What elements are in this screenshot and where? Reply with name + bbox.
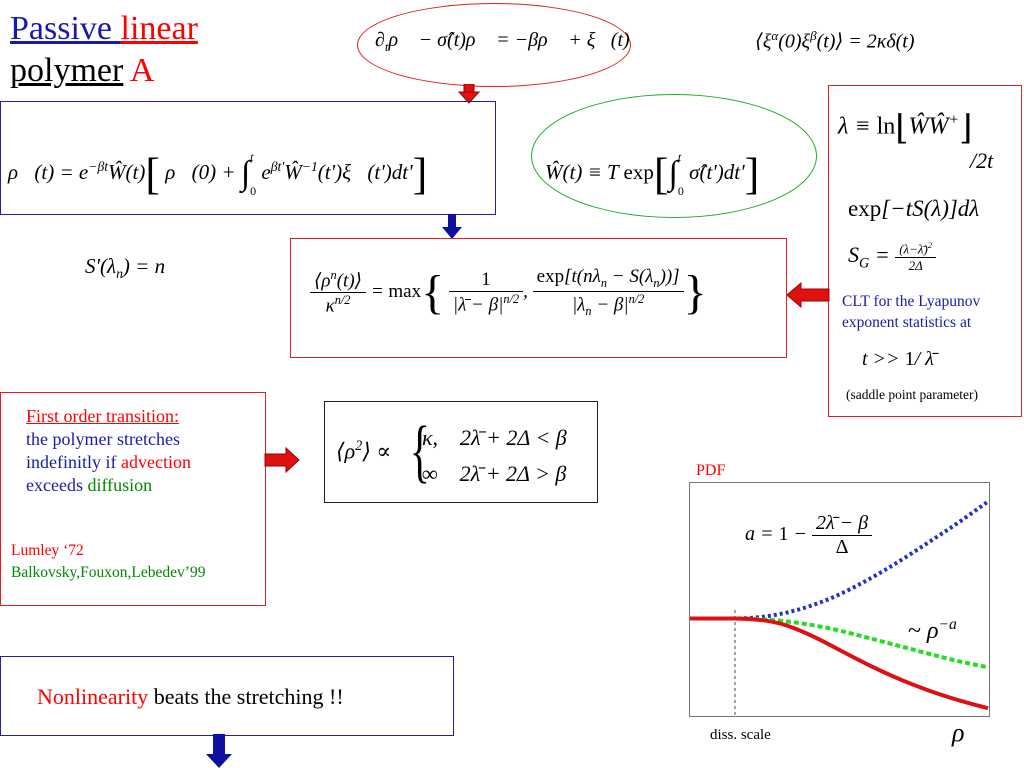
- clt-note: CLT for the Lyapunov exponent statistics…: [842, 291, 980, 333]
- arrow-down-blue: [442, 214, 462, 239]
- moments-equation: ⟨ρn(t)⟩κn/2 = max{ 1|λ̄ − β|n/2, exp[t(n…: [310, 265, 707, 320]
- clt-line1: CLT for the Lyapunov: [842, 293, 981, 310]
- transition-line3b: diffusion: [87, 475, 153, 495]
- power-law: ~ ρ−a: [908, 616, 957, 644]
- ref-balkovsky: Balkovsky,Fouxon,Lebedev’99: [11, 564, 206, 581]
- transition-text: First order transition: the polymer stre…: [26, 405, 191, 497]
- transition-line2b: advection: [120, 452, 191, 472]
- saddle-condition: S'(λn) = n: [85, 254, 166, 282]
- ref-lumley: Lumley ‘72: [11, 542, 84, 559]
- lambda-definition: λ ≡ ln⌊ŴŴ+⌋: [838, 110, 973, 147]
- chart-title: PDF: [696, 462, 726, 479]
- solution-box: [0, 101, 496, 215]
- arrow-right-red: [264, 447, 300, 473]
- second-moment-cases: κ, 2λ̄ + 2Δ < β ∞ 2λ̄ + 2Δ > β: [422, 425, 567, 486]
- pdf-chart: [689, 482, 990, 717]
- title-polymer: polymer: [10, 52, 124, 89]
- langevin-equation: ∂tρ⃗ − σ̂(t)ρ⃗ = −βρ⃗ + ξ⃗(t): [375, 29, 630, 54]
- time-condition: t >> 1/ λ̄: [862, 348, 934, 370]
- transition-box: [0, 392, 266, 606]
- chart-xlabel: ρ: [952, 718, 965, 747]
- transition-heading: First order transition:: [26, 406, 179, 426]
- transition-line3a: exceeds: [26, 475, 88, 495]
- transition-line2a: indefinitly if: [26, 452, 121, 472]
- conclusion-rest: beats the stretching !!: [148, 684, 344, 709]
- diss-scale-label: diss. scale: [710, 727, 771, 743]
- lyapunov-box: [828, 85, 1022, 417]
- second-moment-lhs: ⟨ρ2⟩ ∝: [336, 438, 392, 464]
- arrow-down-blue-bottom: [206, 734, 232, 768]
- title-a: A: [123, 52, 155, 89]
- conclusion-box: [0, 656, 454, 736]
- noise-correlator: ⟨ξα(0)ξβ(t)⟩ = 2κδ(t): [755, 28, 915, 53]
- second-moment-box: [324, 401, 598, 503]
- lambda-measure: exp[−tS(λ)]dλ: [848, 196, 980, 221]
- references: Lumley ‘72 Balkovsky,Fouxon,Lebedev’99: [11, 540, 205, 584]
- slide-title: Passive linear polymer A: [10, 8, 198, 92]
- series-red-solid: [690, 616, 989, 711]
- transition-line1: the polymer stretches: [26, 429, 180, 449]
- clt-line2: exponent statistics at: [842, 314, 972, 331]
- langevin-oval: [357, 3, 631, 87]
- w-definition-oval: [531, 94, 817, 218]
- moments-box: [290, 238, 787, 358]
- second-moment-brace: {: [409, 413, 430, 490]
- arrow-left-red: [786, 282, 830, 308]
- arrow-down-red: [458, 84, 480, 104]
- lambda-definition-denominator: /2t: [970, 148, 994, 173]
- title-passive: Passive: [10, 10, 121, 47]
- conclusion-text: Nonlinearity beats the stretching !!: [37, 684, 344, 710]
- conclusion-word: Nonlinearity: [37, 684, 149, 709]
- title-linear: linear: [120, 10, 198, 47]
- saddle-note: (saddle point parameter): [846, 387, 978, 402]
- chart-frame: [689, 482, 990, 717]
